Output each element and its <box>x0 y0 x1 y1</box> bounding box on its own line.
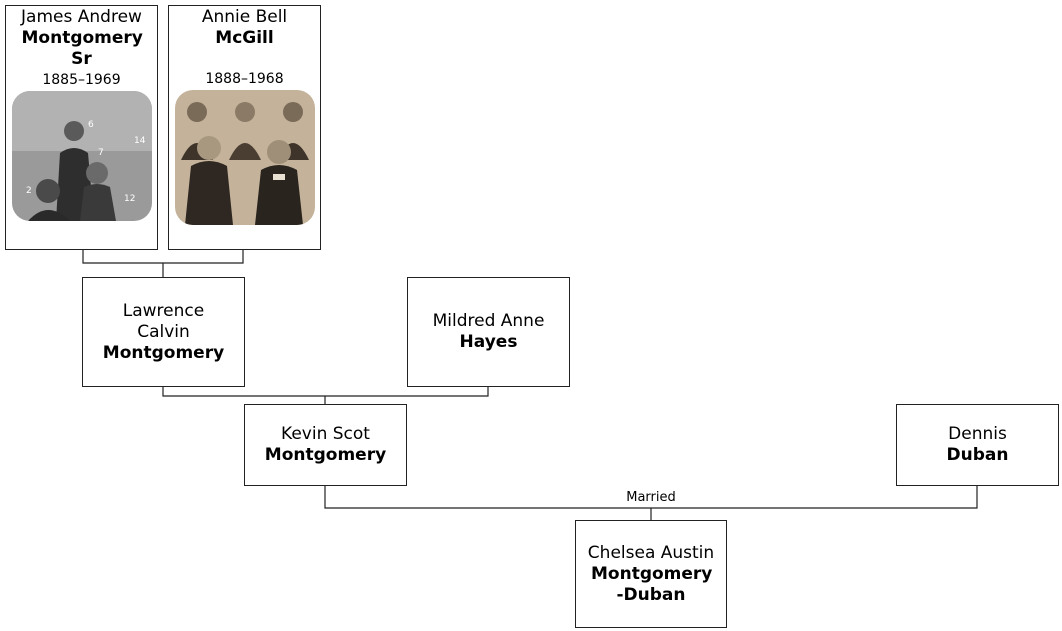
person-surname: Montgomery -Duban <box>591 563 713 605</box>
photo-number: 14 <box>134 136 146 146</box>
person-surname: Hayes <box>459 332 518 352</box>
person-given-name: Annie Bell <box>201 7 288 27</box>
person-given-name: James Andrew <box>21 7 142 27</box>
connector-parents <box>162 387 489 404</box>
person-surname: Duban <box>946 445 1009 465</box>
person-box-lawrence[interactable]: Lawrence Calvin Montgomery <box>82 277 245 387</box>
family-photo-group <box>174 90 315 225</box>
person-years: 1888–1968 <box>205 71 284 87</box>
person-given-name: Mildred Anne <box>432 311 545 331</box>
family-photo-boys: 6 7 14 2 12 <box>11 91 152 221</box>
person-given-name: Dennis <box>948 424 1007 444</box>
photo-number: 12 <box>124 194 135 204</box>
connector-married <box>324 486 978 520</box>
connector-grandparents <box>82 250 244 277</box>
person-surname: Montgomery <box>102 342 225 363</box>
person-box-kevin[interactable]: Kevin Scot Montgomery <box>244 404 407 486</box>
person-surname: Montgomery <box>264 445 387 465</box>
person-box-james[interactable]: James Andrew Montgomery Sr 1885–1969 6 7… <box>5 5 158 250</box>
married-label: Married <box>626 490 676 505</box>
person-box-dennis[interactable]: Dennis Duban <box>896 404 1059 486</box>
photo-number: 2 <box>26 186 32 196</box>
person-box-annie[interactable]: Annie Bell McGill 1888–1968 <box>168 5 321 250</box>
person-given-name: Kevin Scot <box>281 424 370 444</box>
person-box-mildred[interactable]: Mildred Anne Hayes <box>407 277 570 387</box>
person-given-name: Lawrence Calvin <box>122 300 205 342</box>
person-box-chelsea[interactable]: Chelsea Austin Montgomery -Duban <box>575 520 727 628</box>
person-years: 1885–1969 <box>42 72 121 88</box>
person-given-name: Chelsea Austin <box>587 542 715 563</box>
person-surname: McGill <box>215 28 274 48</box>
photo-number: 7 <box>98 148 104 158</box>
person-surname: Montgomery Sr <box>21 28 143 69</box>
photo-number: 6 <box>88 120 94 130</box>
